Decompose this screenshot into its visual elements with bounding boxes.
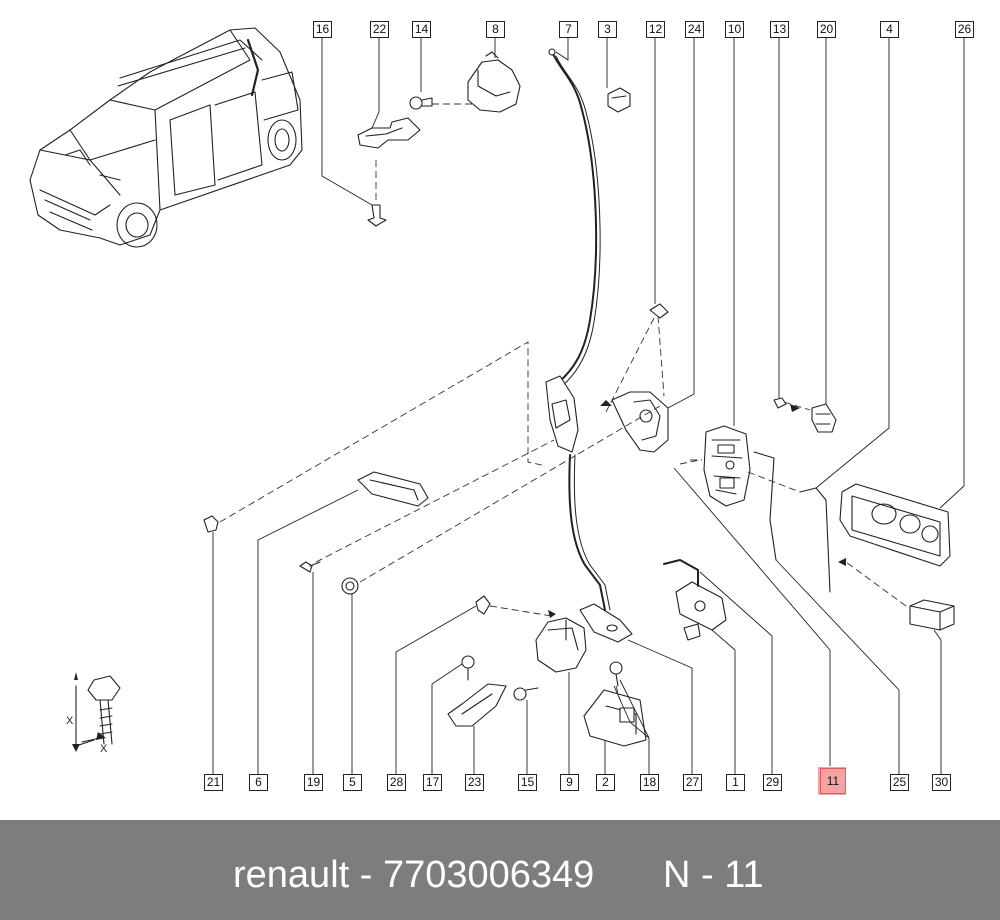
callout-18: 18 — [640, 774, 659, 791]
callout-16: 16 — [313, 21, 332, 38]
callout-25: 25 — [890, 774, 909, 791]
callout-7: 7 — [559, 21, 578, 38]
callout-3: 3 — [598, 21, 617, 38]
parts-diagram-drawing: X X — [29, 27, 965, 795]
reference-number: N - 11 — [663, 854, 764, 896]
callout-14: 14 — [412, 21, 431, 38]
brand-and-part-number: renault - 7703006349 — [233, 854, 595, 896]
callout-13: 13 — [770, 21, 789, 38]
callout-24: 24 — [685, 21, 704, 38]
callout-4: 4 — [880, 21, 899, 38]
callout-28: 28 — [387, 774, 406, 791]
callout-11-highlighted: 11 — [820, 768, 846, 794]
callout-1: 1 — [726, 774, 745, 791]
callout-6: 6 — [249, 774, 268, 791]
vehicle-illustration — [29, 27, 303, 248]
parts-diagram: X X 16 22 14 8 7 3 12 24 10 13 20 4 26 2… — [29, 21, 974, 795]
callout-8: 8 — [486, 21, 505, 38]
callout-22: 22 — [370, 21, 389, 38]
callout-17: 17 — [423, 774, 442, 791]
callout-27: 27 — [683, 774, 702, 791]
callout-29: 29 — [763, 774, 782, 791]
callout-19: 19 — [304, 774, 323, 791]
callout-21: 21 — [204, 774, 223, 791]
callout-23: 23 — [465, 774, 484, 791]
callout-10: 10 — [725, 21, 744, 38]
footer-bar: renault - 7703006349 N - 11 — [0, 820, 1000, 920]
callout-20: 20 — [817, 21, 836, 38]
callout-15: 15 — [518, 774, 537, 791]
callout-9: 9 — [560, 774, 579, 791]
callout-30: 30 — [932, 774, 951, 791]
callout-26: 26 — [955, 21, 974, 38]
callout-5: 5 — [343, 774, 362, 791]
dimension-label-horizontal: X — [100, 743, 108, 755]
dimension-label-vertical: X — [66, 715, 74, 727]
highlight-marker — [818, 767, 846, 795]
callout-12: 12 — [646, 21, 665, 38]
callout-2: 2 — [596, 774, 615, 791]
